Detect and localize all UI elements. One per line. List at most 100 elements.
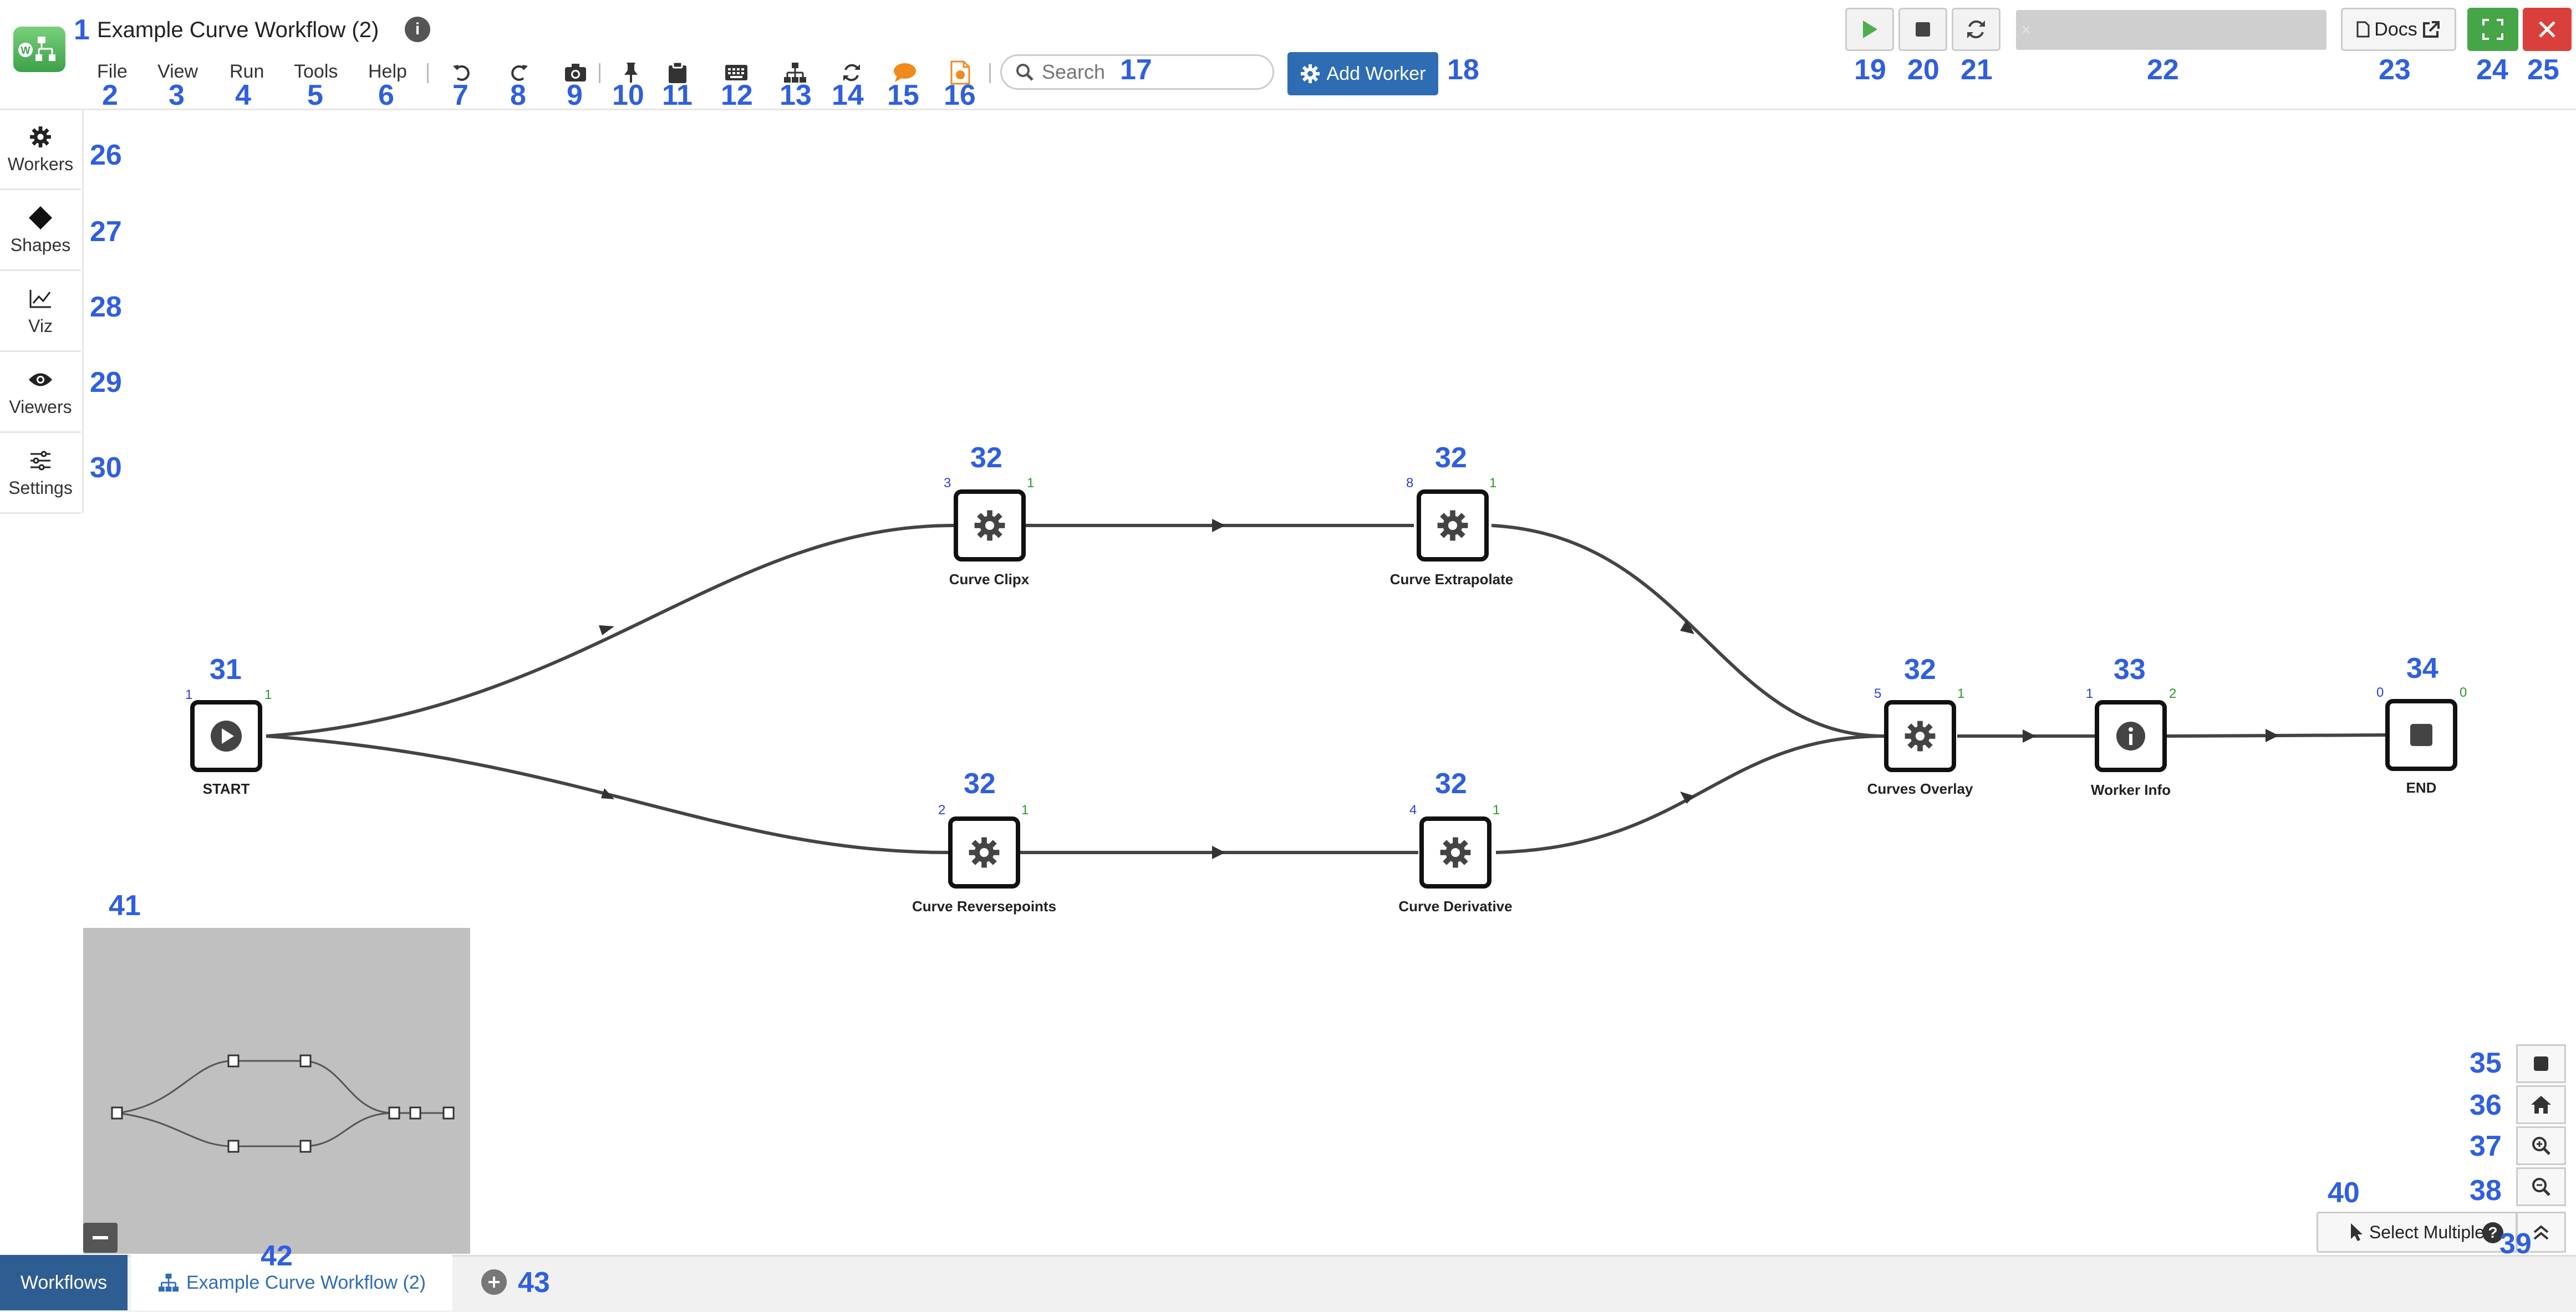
home-view-button[interactable] bbox=[2516, 1085, 2566, 1124]
node-curve-reversepoints-input-count: 2 bbox=[938, 803, 946, 818]
gear-icon bbox=[1300, 64, 1320, 83]
progress-close-icon[interactable]: × bbox=[2022, 21, 2031, 38]
node-curve-clipx-input-count: 3 bbox=[944, 476, 951, 491]
add-worker-button[interactable]: Add Worker bbox=[1287, 52, 1438, 95]
keyboard-button[interactable] bbox=[721, 59, 752, 86]
edge-derivative-overlay bbox=[1495, 734, 1886, 854]
sidebar-item-settings[interactable]: Settings bbox=[0, 432, 81, 514]
stop-view-button[interactable] bbox=[2516, 1044, 2566, 1083]
comment-button[interactable] bbox=[889, 59, 920, 86]
node-curve-extrapolate[interactable] bbox=[1417, 489, 1489, 561]
edge-arrow bbox=[1212, 519, 1225, 532]
marker-32: 32 bbox=[970, 442, 1002, 474]
sidebar-item-workers[interactable]: Workers bbox=[0, 109, 81, 190]
sidebar-item-label: Viz bbox=[28, 315, 53, 336]
square-icon bbox=[2534, 1056, 2548, 1071]
node-worker-info[interactable] bbox=[2095, 700, 2167, 772]
run-progress-bar: × bbox=[2016, 10, 2326, 50]
minimap-collapse-button[interactable] bbox=[83, 1223, 118, 1253]
snapshot-button[interactable] bbox=[560, 59, 591, 86]
marker-25: 25 bbox=[2527, 54, 2559, 86]
refresh-layout-button[interactable] bbox=[836, 59, 867, 86]
node-start-output-count: 1 bbox=[264, 687, 272, 702]
marker-3: 3 bbox=[169, 79, 185, 111]
menu-tools[interactable]: Tools bbox=[294, 61, 338, 82]
info-icon[interactable]: i bbox=[405, 17, 430, 42]
stop-button[interactable] bbox=[1898, 8, 1947, 51]
node-curve-derivative-output-count: 1 bbox=[1493, 803, 1500, 818]
marker-10: 10 bbox=[612, 79, 644, 111]
pin-button[interactable] bbox=[615, 59, 646, 86]
cursor-icon bbox=[2350, 1223, 2363, 1241]
redo-icon bbox=[511, 65, 528, 81]
node-end-input-count: 0 bbox=[2376, 685, 2384, 700]
workflow-canvas[interactable]: 1 1 START 3 1 Curve Clipx 8 1 Curve Extr… bbox=[83, 110, 2576, 1253]
node-end[interactable] bbox=[2385, 699, 2457, 771]
fullscreen-button[interactable] bbox=[2467, 8, 2518, 51]
search-box[interactable] bbox=[1000, 54, 1274, 90]
sidebar-item-viewers[interactable]: Viewers bbox=[0, 351, 81, 433]
marker-2: 2 bbox=[102, 79, 118, 111]
marker-13: 13 bbox=[780, 79, 812, 111]
clipboard-button[interactable] bbox=[662, 59, 693, 86]
marker-24: 24 bbox=[2476, 54, 2508, 86]
eye-icon bbox=[29, 373, 52, 386]
collapse-controls-button[interactable] bbox=[2516, 1212, 2566, 1253]
node-worker-info-label: Worker Info bbox=[2091, 782, 2171, 798]
docs-button[interactable]: Docs bbox=[2341, 8, 2456, 51]
search-icon bbox=[1016, 64, 1034, 81]
node-start-label: START bbox=[202, 780, 250, 797]
node-curves-overlay[interactable] bbox=[1884, 700, 1956, 772]
tab-workflows[interactable]: Workflows bbox=[0, 1255, 128, 1310]
search-input[interactable] bbox=[1041, 60, 1254, 84]
tab-current-label: Example Curve Workflow (2) bbox=[186, 1272, 426, 1293]
docs-label: Docs bbox=[2374, 18, 2417, 40]
zoom-in-button[interactable] bbox=[2516, 1126, 2566, 1165]
menu-view[interactable]: View bbox=[157, 61, 198, 82]
marker-23: 23 bbox=[2379, 54, 2411, 86]
menu-help[interactable]: Help bbox=[368, 61, 407, 82]
select-multiple-button[interactable]: Select Multiple ? bbox=[2317, 1212, 2517, 1253]
add-tab-button[interactable] bbox=[481, 1269, 507, 1295]
close-button[interactable] bbox=[2523, 8, 2572, 51]
node-curve-derivative[interactable] bbox=[1419, 816, 1491, 889]
run-button[interactable] bbox=[1845, 8, 1894, 51]
gear-icon bbox=[974, 510, 1005, 541]
node-start[interactable] bbox=[190, 700, 262, 772]
expand-icon bbox=[2482, 19, 2503, 40]
edge-arrow bbox=[2266, 729, 2279, 742]
redo-button[interactable] bbox=[503, 59, 534, 86]
logo-letter: W bbox=[21, 45, 30, 56]
node-curve-clipx[interactable] bbox=[954, 489, 1026, 561]
app-logo: W bbox=[13, 27, 65, 72]
reload-button[interactable] bbox=[1952, 8, 2000, 51]
stop-icon bbox=[1916, 22, 1930, 37]
tab-current-workflow[interactable]: Example Curve Workflow (2) bbox=[131, 1255, 452, 1310]
undo-button[interactable] bbox=[446, 59, 477, 86]
sidebar-item-shapes[interactable]: Shapes bbox=[0, 190, 81, 271]
marker-19: 19 bbox=[1854, 54, 1886, 86]
node-curve-clipx-label: Curve Clipx bbox=[949, 571, 1030, 588]
report-button[interactable] bbox=[945, 59, 976, 86]
marker-29: 29 bbox=[90, 366, 122, 399]
minimap[interactable] bbox=[83, 928, 470, 1254]
auto-layout-button[interactable] bbox=[780, 59, 811, 86]
zoom-out-icon bbox=[2532, 1178, 2550, 1196]
marker-28: 28 bbox=[90, 291, 122, 323]
marker-30: 30 bbox=[90, 452, 122, 484]
help-icon[interactable]: ? bbox=[2482, 1222, 2503, 1243]
marker-27: 27 bbox=[90, 216, 122, 248]
sidebar-item-viz[interactable]: Viz bbox=[0, 270, 81, 352]
sitemap-icon bbox=[784, 63, 806, 83]
menu-run[interactable]: Run bbox=[230, 61, 264, 82]
marker-20: 20 bbox=[1907, 54, 1939, 86]
menu-file[interactable]: File bbox=[97, 61, 128, 82]
marker-39: 39 bbox=[2499, 1228, 2532, 1260]
marker-34: 34 bbox=[2406, 652, 2438, 685]
connection-edges bbox=[266, 519, 2386, 859]
edge-arrow bbox=[1680, 792, 1694, 804]
zoom-out-button[interactable] bbox=[2516, 1167, 2566, 1206]
node-curve-reversepoints[interactable] bbox=[948, 816, 1020, 889]
marker-12: 12 bbox=[721, 79, 753, 111]
toolbar-divider bbox=[599, 63, 600, 83]
